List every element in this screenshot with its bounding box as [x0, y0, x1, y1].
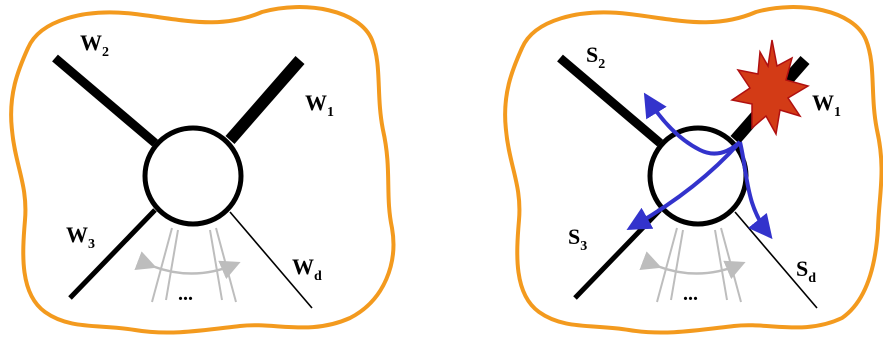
flow-arrow-to-s3 — [626, 140, 742, 230]
ellipsis-more-branches: ... — [178, 283, 193, 305]
label-w3: W3 — [66, 222, 95, 252]
rotation-guide-line — [656, 227, 678, 303]
right-panel: S2 W1 S3 Sd ... — [503, 5, 883, 335]
label-s3: S3 — [568, 224, 587, 254]
label-s2: S2 — [586, 42, 605, 72]
left-panel: W2 W1 W3 Wd ... — [9, 5, 396, 335]
branch-s3 — [573, 208, 662, 300]
rotation-guide-line — [151, 227, 173, 303]
branch-w1 — [225, 56, 305, 144]
label-w1: W1 — [305, 90, 334, 120]
branch-wd — [229, 211, 313, 309]
label-w1: W1 — [812, 90, 841, 120]
left-boundary — [9, 5, 396, 335]
node-circle — [142, 125, 244, 227]
branch-w3 — [68, 208, 157, 300]
label-w2: W2 — [80, 30, 109, 60]
rotation-arrow — [134, 251, 241, 280]
rotation-arrow — [639, 251, 746, 280]
right-boundary — [503, 5, 883, 335]
flow-arrow-to-sd — [738, 141, 773, 240]
label-wd: Wd — [292, 254, 322, 284]
flow-arrow-to-s2 — [643, 92, 742, 156]
ellipsis-more-branches: ... — [683, 283, 698, 305]
branch-w2 — [52, 54, 158, 147]
label-sd: Sd — [796, 256, 816, 286]
branch-s2 — [557, 54, 663, 147]
explosion-icon — [730, 39, 810, 137]
node-circle — [647, 125, 749, 227]
